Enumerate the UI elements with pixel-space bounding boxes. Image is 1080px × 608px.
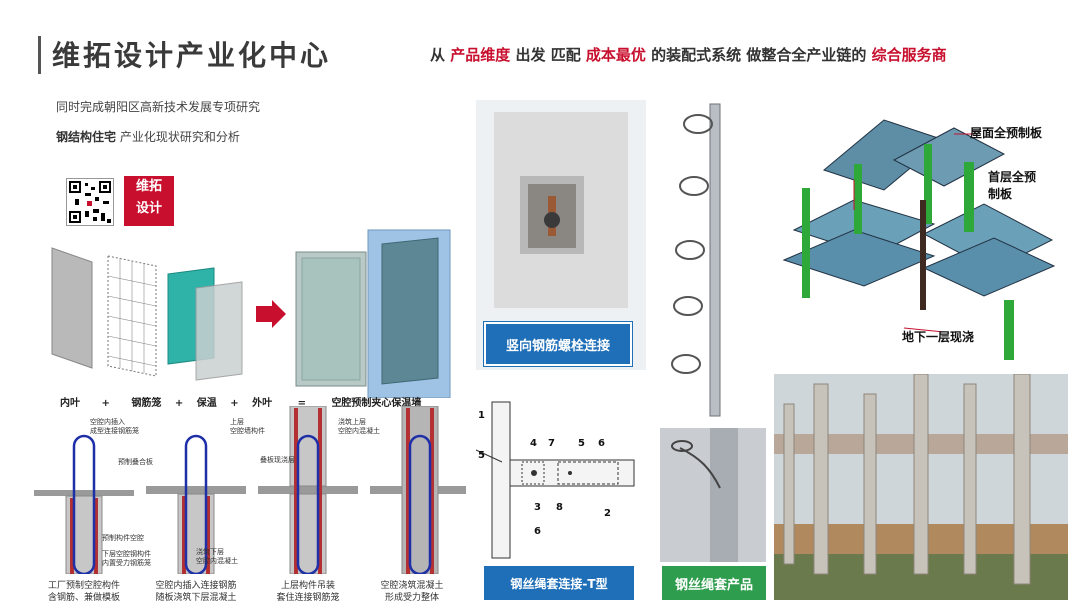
- seal-line-2: 设计: [135, 201, 162, 216]
- subtitle-steel: 钢结构住宅 产业化现状研究和分析: [56, 128, 240, 145]
- slogan: 从 产品维度 出发 匹配 成本最优 的装配式系统 做整合全产业链的 综合服务商: [430, 44, 947, 65]
- drawing-number-1: 1: [478, 410, 485, 421]
- legend-plus-2: +: [174, 398, 184, 409]
- note-precast-slab: 预制叠合板: [118, 458, 153, 466]
- drawing-number-8: 8: [556, 502, 563, 513]
- product-label: 钢丝绳套产品: [662, 566, 766, 600]
- legend-plus-3: +: [230, 398, 239, 409]
- slogan-highlight-3: 综合服务商: [871, 46, 947, 64]
- process-step-3: [258, 406, 358, 574]
- slogan-highlight-1: 产品维度: [450, 46, 511, 64]
- structure-3d-model: [774, 100, 1068, 366]
- legend-result: 空腔预制夹心保温墙: [331, 398, 422, 409]
- t-section-label: 钢丝绳套连接-T型: [484, 566, 634, 600]
- caption-step-3: 上层构件吊装套住连接钢筋笼: [276, 581, 340, 603]
- label-roof-slab: 屋面全预制板: [970, 126, 1043, 140]
- slogan-part-1: 从: [430, 46, 451, 64]
- note-lower-wall: 下层空腔钢构件内置受力钢筋笼: [102, 550, 151, 567]
- process-step-4: [370, 406, 466, 574]
- drawing-number-5b: 5: [578, 438, 585, 449]
- wire-loop-rod-image: [671, 103, 721, 417]
- construction-process-diagram: [34, 406, 466, 574]
- legend-equals: =: [297, 398, 306, 409]
- note-lower-concrete: 浇筑下层空腔内混凝土: [196, 548, 238, 565]
- legend-outer-leaf: 外叶: [252, 398, 273, 409]
- caption-step-2: 空腔内插入连接钢筋随板浇筑下层混凝土: [155, 581, 237, 603]
- drawing-number-5a: 5: [478, 450, 485, 461]
- qr-code-icon: [66, 178, 114, 226]
- drawing-number-6a: 6: [598, 438, 605, 449]
- note-cast-layer: 叠板现浇层: [260, 456, 295, 464]
- caption-step-4: 空腔浇筑混凝土形成受力整体: [380, 581, 444, 603]
- drawing-number-6b: 6: [534, 526, 541, 537]
- note-upper-wall: 上层空腔墙构件: [230, 418, 265, 435]
- legend-inner-leaf: 内叶: [60, 398, 80, 409]
- wire-loop-product-photo: [660, 428, 766, 562]
- note-precast-cavity: 预制构件空腔: [102, 534, 144, 542]
- subtitle-steel-rest: 产业化现状研究和分析: [116, 130, 240, 144]
- note-insert-cage: 空腔内插入成型连接钢筋笼: [90, 418, 139, 435]
- seal-line-1: 维拓: [135, 179, 162, 194]
- label-basement: 地下一层现浇: [902, 330, 975, 344]
- note-upper-concrete: 浇筑上层空腔内混凝土: [338, 418, 380, 435]
- slogan-part-3: 的装配式系统 做整合全产业链的: [645, 46, 872, 64]
- slogan-highlight-2: 成本最优: [585, 46, 646, 64]
- wall-panel-assembly-illustration: [51, 229, 451, 398]
- legend-insulation: 保温: [196, 398, 217, 409]
- slogan-part-2: 出发 匹配: [510, 46, 586, 64]
- page-title: 维拓设计产业化中心: [52, 39, 332, 72]
- process-step-1: [34, 434, 134, 574]
- drawing-number-3: 3: [534, 502, 541, 513]
- wall-panel-legend: 内叶 + 钢筋笼 + 保温 + 外叶 = 空腔预制夹心保温墙: [60, 394, 421, 409]
- t-section-drawing: [474, 398, 640, 562]
- brand-seal: 维拓 设计: [124, 176, 174, 226]
- legend-rebar-cage: 钢筋笼: [131, 398, 162, 409]
- label-first-floor: 首层全预制板: [988, 170, 1037, 201]
- drawing-number-4: 4: [530, 438, 537, 449]
- subtitle-steel-bold: 钢结构住宅: [56, 130, 117, 144]
- legend-plus-1: +: [101, 398, 110, 409]
- construction-site-photo: [774, 374, 1068, 600]
- drawing-number-7: 7: [548, 438, 555, 449]
- drawing-number-2: 2: [604, 508, 611, 519]
- bolt-connection-label: 竖向钢筋螺栓连接: [484, 322, 632, 366]
- subtitle-research: 同时完成朝阳区高新技术发展专项研究: [56, 100, 261, 114]
- caption-step-1: 工厂预制空腔构件含钢筋、兼做模板: [47, 581, 120, 603]
- title-accent-bar: [38, 36, 41, 74]
- process-step-2: [146, 434, 246, 574]
